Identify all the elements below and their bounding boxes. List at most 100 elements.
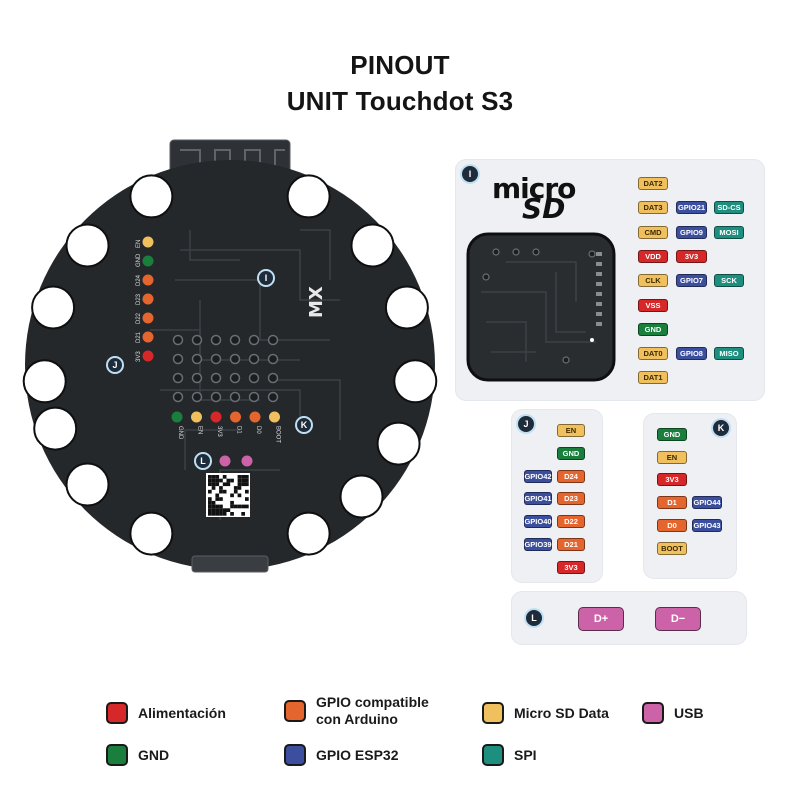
qr-module bbox=[222, 489, 227, 494]
qr-module bbox=[219, 486, 223, 490]
legend-swatch bbox=[284, 744, 306, 766]
qr-module bbox=[211, 482, 216, 487]
qr-module bbox=[230, 478, 234, 483]
qr-module bbox=[211, 486, 216, 490]
via-hole bbox=[191, 372, 203, 384]
qr-module bbox=[222, 508, 227, 512]
panel-j-pin: D21 bbox=[557, 538, 585, 551]
qr-module bbox=[211, 475, 216, 479]
panel-i-pin: DAT3 bbox=[638, 201, 668, 215]
qr-module bbox=[208, 475, 212, 479]
touch-pad bbox=[393, 359, 438, 404]
badge-i: I bbox=[257, 269, 275, 287]
left-header-label: EN bbox=[136, 240, 142, 248]
touch-pads bbox=[22, 174, 438, 556]
left-header-pin bbox=[142, 236, 154, 248]
usb-dplus-pin: D+ bbox=[578, 607, 624, 631]
via-hole bbox=[229, 372, 241, 384]
qr-module bbox=[215, 504, 220, 509]
qr-module bbox=[211, 478, 216, 483]
panel-j-pin: D22 bbox=[557, 515, 585, 529]
via-hole bbox=[172, 391, 184, 403]
via-hole bbox=[172, 353, 184, 365]
bottom-header-label: D0 bbox=[255, 426, 261, 434]
microsd-logo: micro SD bbox=[492, 172, 592, 225]
touch-pad bbox=[31, 285, 76, 330]
panel-j-pin: D23 bbox=[557, 492, 585, 506]
panel-j-pin: GND bbox=[557, 446, 585, 460]
via-hole bbox=[248, 391, 260, 403]
via-hole bbox=[267, 391, 279, 403]
left-header-label: GND bbox=[136, 253, 142, 267]
qr-module bbox=[230, 500, 234, 505]
badge-k: K bbox=[295, 416, 313, 434]
board-logo-text: MX bbox=[306, 286, 327, 318]
panel-k-pin: GND bbox=[657, 428, 687, 441]
legend-item: USB bbox=[642, 702, 704, 724]
badge-l: L bbox=[194, 452, 212, 470]
panel-k-gpio: GPIO43 bbox=[692, 518, 722, 532]
qr-module bbox=[245, 475, 249, 479]
via-hole bbox=[191, 334, 203, 346]
page-title: PINOUT bbox=[350, 50, 450, 80]
via-hole bbox=[191, 353, 203, 365]
via-hole bbox=[229, 391, 241, 403]
page-subtitle: UNIT Touchdot S3 bbox=[286, 86, 514, 116]
board-traces bbox=[150, 229, 341, 520]
panel-k-pin: BOOT bbox=[657, 541, 687, 555]
legend-item: GPIO ESP32 bbox=[284, 744, 398, 766]
legend-label: GND bbox=[138, 746, 170, 763]
legend-item: SPI bbox=[482, 744, 537, 766]
qr-module bbox=[215, 482, 220, 487]
qr-module bbox=[237, 482, 242, 487]
legend-item: Micro SD Data bbox=[482, 702, 609, 724]
panel-j-gpio: GPIO41 bbox=[524, 492, 552, 506]
board-badges: I J K L bbox=[106, 269, 313, 470]
legend-swatch bbox=[482, 744, 504, 766]
qr-module bbox=[211, 508, 216, 512]
left-header-pin bbox=[142, 350, 154, 362]
panel-i-pin: GND bbox=[638, 322, 668, 336]
qr-module bbox=[237, 493, 242, 498]
panel-i-pin: GPIO21 bbox=[676, 201, 707, 215]
bottom-header-label: D1 bbox=[236, 426, 242, 434]
touch-pad bbox=[129, 511, 174, 556]
qr-module bbox=[208, 508, 212, 512]
panel-i-pin: DAT0 bbox=[638, 347, 668, 361]
usb-dminus-pin: D− bbox=[655, 607, 701, 631]
svg-text:L: L bbox=[200, 456, 206, 466]
usb-test-pin bbox=[219, 455, 231, 467]
qr-module bbox=[222, 482, 227, 487]
svg-text:K: K bbox=[301, 420, 308, 430]
panel-i-badge: I bbox=[462, 166, 478, 182]
panel-i-pin: VSS bbox=[638, 298, 668, 312]
via-hole bbox=[210, 353, 222, 365]
via-hole bbox=[191, 391, 203, 403]
panel-i-pin: DAT2 bbox=[638, 177, 668, 190]
bottom-header-label: EN bbox=[197, 426, 203, 434]
left-header-label: D24 bbox=[136, 274, 142, 286]
qr-module bbox=[208, 500, 212, 505]
qr-module bbox=[215, 493, 220, 498]
qr-module bbox=[208, 504, 212, 509]
qr-module bbox=[219, 489, 223, 494]
bottom-header-label: GND bbox=[177, 426, 183, 440]
qr-module bbox=[215, 478, 220, 483]
panel-i-pin: VDD bbox=[638, 249, 668, 263]
panel-k-gpio: GPIO44 bbox=[692, 496, 722, 510]
touch-pad bbox=[65, 462, 110, 507]
svg-text:J: J bbox=[112, 360, 117, 370]
panel-i-pin: GPIO7 bbox=[676, 274, 707, 288]
via-hole bbox=[267, 372, 279, 384]
touch-pad bbox=[350, 223, 395, 268]
via-hole bbox=[248, 372, 260, 384]
via-hole bbox=[210, 391, 222, 403]
panel-i-pin: GPIO8 bbox=[676, 347, 707, 361]
touch-pad bbox=[22, 359, 67, 404]
panel-k-pin: D1 bbox=[657, 496, 687, 510]
qr-module bbox=[219, 497, 223, 501]
panel-j-pin: D24 bbox=[557, 469, 585, 483]
qr-module bbox=[226, 482, 231, 487]
via-hole bbox=[210, 372, 222, 384]
